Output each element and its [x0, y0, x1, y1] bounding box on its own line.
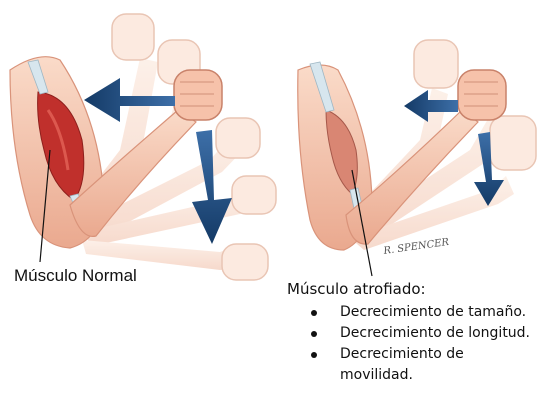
atrophy-effects-list: Decrecimiento de tamaño. Decrecimiento d…	[308, 302, 530, 386]
atrophy-effect-mobility-line1: Decrecimiento de	[340, 346, 464, 362]
atrophied-arm-group	[298, 40, 536, 250]
atrophy-effect-mobility: Decrecimiento de movilidad.	[308, 344, 530, 386]
normal-arm-group	[10, 14, 276, 280]
atrophy-effect-mobility-line2: movilidad.	[340, 367, 413, 383]
normal-fist	[174, 70, 222, 120]
atrophy-effect-size: Decrecimiento de tamaño.	[308, 302, 530, 323]
atrophy-effect-length: Decrecimiento de longitud.	[308, 323, 530, 344]
normal-muscle-label: Músculo Normal	[14, 266, 137, 286]
atrophied-fist	[458, 70, 506, 120]
atrophied-muscle-title: Músculo atrofiado:	[287, 280, 426, 298]
